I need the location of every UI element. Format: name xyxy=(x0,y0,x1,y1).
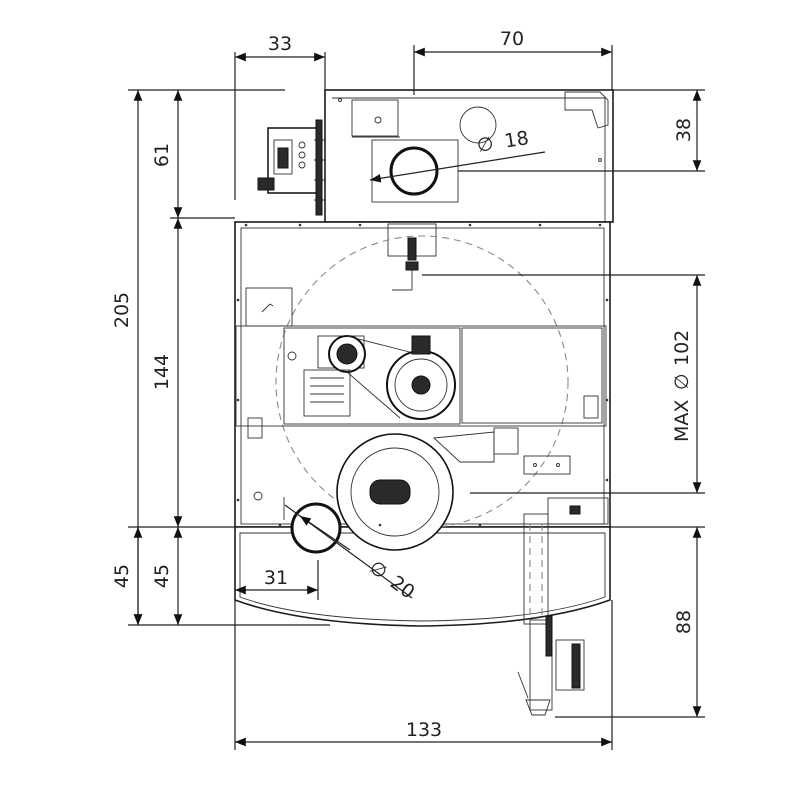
dimension-labels: 33 70 38 205 61 144 45 45 31 88 133 ∅ 18… xyxy=(111,28,695,741)
max-dia-symbol: ∅ xyxy=(671,373,693,390)
dimension-lines xyxy=(128,45,705,750)
dim-45-outer: 45 xyxy=(111,564,133,588)
dim-70: 70 xyxy=(500,28,524,50)
max-label: MAX xyxy=(671,400,693,442)
upper-box-details xyxy=(338,98,602,203)
control-panel xyxy=(257,119,326,216)
access-panel xyxy=(235,287,607,427)
dim-88: 88 xyxy=(673,610,695,634)
dim-31: 31 xyxy=(264,567,288,589)
dim-33: 33 xyxy=(268,33,292,55)
drive-compartment xyxy=(283,327,603,425)
dim-205: 205 xyxy=(111,292,133,328)
rivets xyxy=(236,223,609,527)
dim-45-inner: 45 xyxy=(151,564,173,588)
lower-components xyxy=(247,395,599,551)
dim-144: 144 xyxy=(151,354,173,390)
feeder-unit xyxy=(517,497,609,716)
machine-outline xyxy=(234,89,614,627)
dim-38: 38 xyxy=(673,118,695,142)
dim-61: 61 xyxy=(151,143,173,167)
dia-18-value: 18 xyxy=(503,127,530,153)
dim-133: 133 xyxy=(406,719,442,741)
max-dia-value: 102 xyxy=(671,330,693,366)
dia-18-symbol: ∅ xyxy=(475,133,495,157)
